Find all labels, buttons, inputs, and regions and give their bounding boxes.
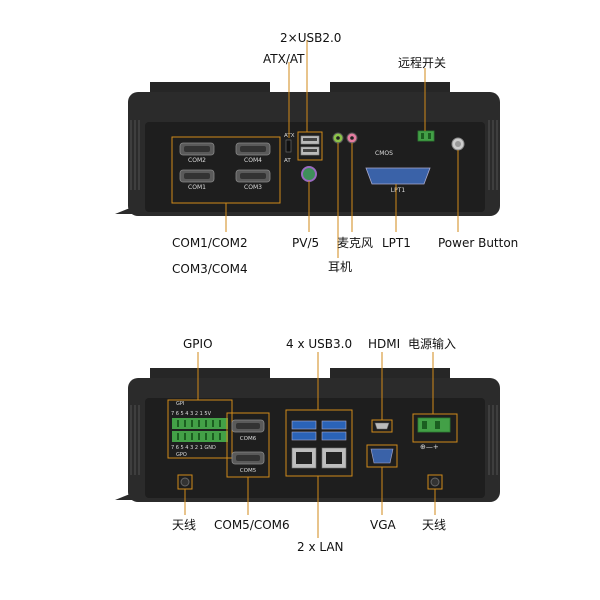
label-remote-switch: 远程开关	[398, 56, 447, 70]
silk-dc-symbol: ⊕—+	[420, 443, 439, 451]
label-earphone: 耳机	[328, 260, 353, 274]
usb30-port-2	[321, 420, 347, 430]
com1-port	[179, 169, 215, 183]
label-antenna-right: 天线	[422, 518, 447, 532]
label-atx-at: ATX/AT	[263, 52, 305, 66]
label-vga: VGA	[370, 518, 396, 532]
top-callouts	[225, 40, 459, 258]
com3-port	[235, 169, 271, 183]
label-gpio: GPIO	[183, 337, 213, 351]
label-com1-com2: COM1/COM2	[172, 236, 248, 250]
atx-at-switch	[285, 139, 292, 153]
label-mic: 麦克风	[337, 236, 374, 250]
ps2-port	[301, 166, 317, 182]
silk-com4: COM4	[244, 157, 262, 164]
antenna-right-port	[430, 477, 440, 487]
label-pv5: PV/5	[292, 236, 320, 250]
label-com3-com4: COM3/COM4	[172, 262, 248, 276]
vga-port	[370, 448, 394, 464]
remote-switch-terminal	[417, 130, 435, 142]
top-front-panel	[145, 122, 485, 212]
hdmi-port	[374, 422, 390, 430]
label-hdmi: HDMI	[368, 337, 401, 351]
usb30-port-3	[291, 431, 317, 441]
lpt1-port	[365, 167, 431, 185]
silk-com2: COM2	[188, 157, 206, 164]
silk-cmos: CMOS	[375, 150, 393, 157]
antenna-left-port	[180, 477, 190, 487]
usb30-port-4	[321, 431, 347, 441]
silk-lpt1: LPT1	[391, 187, 406, 194]
silk-gpo: GPO	[176, 452, 187, 458]
lan-ports	[291, 447, 347, 469]
com4-port	[235, 142, 271, 156]
silk-com6: COM6	[240, 436, 257, 442]
usb30-ports	[291, 420, 347, 441]
silk-com1: COM1	[188, 184, 206, 191]
usb30-port-1	[291, 420, 317, 430]
silk-at: AT	[284, 158, 291, 164]
com2-port	[179, 142, 215, 156]
silk-gpi: GPI	[176, 401, 184, 407]
label-usb20: 2×USB2.0	[280, 31, 342, 45]
bottom-callouts	[184, 352, 436, 538]
com5-port	[231, 451, 265, 465]
label-power-button: Power Button	[438, 236, 519, 250]
label-lan: 2 x LAN	[297, 540, 344, 554]
usb20-group-box	[297, 131, 323, 161]
label-usb30: 4 x USB3.0	[286, 337, 353, 351]
label-power-input: 电源输入	[408, 337, 457, 351]
silk-gpio-bottom-pins: 7 6 5 4 3 2 1 GND	[171, 445, 216, 451]
silk-com5: COM5	[240, 468, 257, 474]
label-antenna-left: 天线	[172, 518, 197, 532]
label-com5-com6: COM5/COM6	[214, 518, 290, 532]
label-lpt1: LPT1	[382, 236, 411, 250]
silk-com3: COM3	[244, 184, 262, 191]
com6-port	[231, 419, 265, 433]
power-input-group-box	[412, 413, 458, 443]
silk-gpio-top-pins: 7 6 5 4 3 2 1 5V	[171, 411, 212, 417]
usb3-lan-group-box	[285, 409, 353, 477]
